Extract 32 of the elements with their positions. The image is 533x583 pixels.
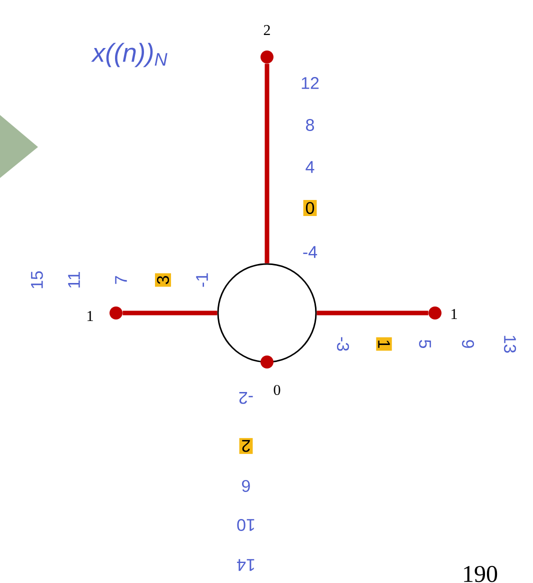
highlighted-index: 3: [154, 273, 172, 287]
stem-line: [316, 310, 428, 316]
index-number: 8: [306, 118, 314, 132]
highlighted-index: 2: [239, 438, 253, 454]
stem-dot: [260, 50, 274, 64]
stem-dot: [110, 306, 122, 320]
index-number: 6: [242, 480, 250, 492]
index-number: 7: [115, 276, 127, 284]
dot-value: 1: [452, 309, 457, 319]
highlighted-index: 0: [303, 200, 317, 216]
index-number: 12: [302, 77, 319, 89]
title: x((n))$_{N}$: [91, 42, 168, 68]
index-number: 5: [419, 340, 431, 348]
index-number: 10: [237, 518, 254, 532]
highlighted-index: 1: [376, 337, 392, 351]
hub-circle: [217, 263, 317, 363]
index-number: 4: [306, 161, 314, 173]
index-number: 15: [31, 271, 43, 288]
dot-value: 0: [274, 384, 280, 396]
dot-value: 2: [264, 25, 270, 35]
stem-dot: [428, 306, 442, 320]
stem-line: [264, 64, 270, 264]
page-number: 190: [464, 566, 498, 582]
dot-value: 1: [88, 311, 93, 321]
stem-line: [122, 310, 218, 316]
index-number: 11: [68, 272, 80, 288]
index-number: -2: [239, 392, 253, 404]
index-number: 14: [237, 559, 254, 571]
stem-dot: [260, 356, 274, 368]
index-number: 9: [462, 340, 474, 348]
index-number: -3: [336, 337, 350, 351]
index-number: 13: [504, 336, 516, 353]
